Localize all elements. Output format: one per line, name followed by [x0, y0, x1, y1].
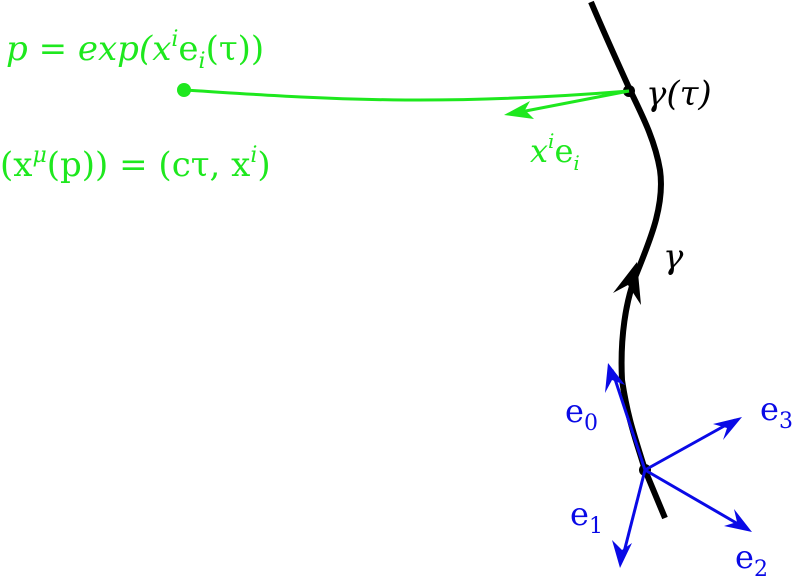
e3-label: e3	[760, 390, 793, 434]
e2-label: e2	[735, 538, 768, 582]
point-p-dot	[177, 83, 191, 97]
e1-label: e1	[570, 495, 603, 539]
tangent-vector-arrow	[509, 89, 630, 116]
e2-vector	[644, 468, 746, 530]
e3-arrowhead	[713, 417, 742, 440]
e2-arrowhead	[724, 509, 752, 532]
e1-arrowhead	[612, 540, 632, 568]
point-definition-label: p = exp(xiei(τ))	[6, 27, 264, 74]
coordinates-definition-label: (xμ(p)) = (cτ, xi)	[0, 143, 271, 185]
curve-point-label: γ(τ)	[646, 74, 712, 114]
curve-label: γ	[663, 237, 684, 277]
e3-vector	[644, 418, 736, 472]
e0-arrowhead	[605, 363, 625, 393]
e0-label: e0	[565, 392, 598, 436]
worldline-direction-arrow	[613, 262, 641, 305]
geodesic-curve	[183, 88, 630, 102]
tangent-vector-arrowhead	[504, 101, 534, 119]
e1-vector	[620, 469, 647, 561]
e0-vector	[610, 369, 647, 471]
frame-vectors	[605, 363, 752, 568]
tangent-vector-label: xiei	[530, 129, 580, 175]
